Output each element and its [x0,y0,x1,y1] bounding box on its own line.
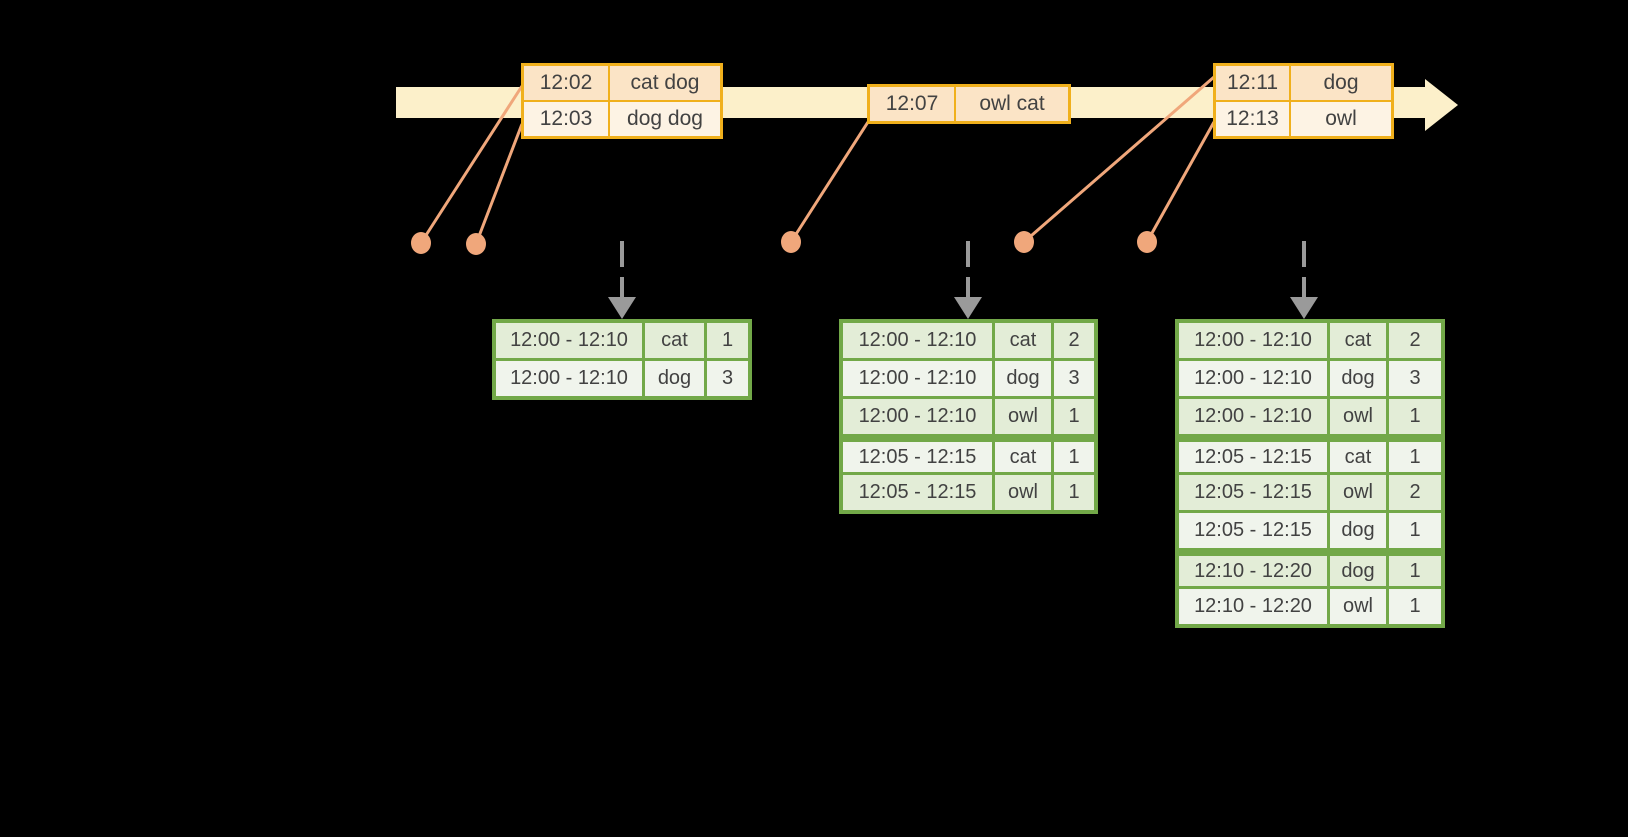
trigger-arrowhead-icon [608,297,636,319]
result-word-cell: cat [645,323,704,358]
result-word-cell: owl [995,399,1051,434]
result-word-cell: cat [995,323,1051,358]
event-words-cell: owl cat [956,87,1068,121]
table-row: 12:05 - 12:15 dog 1 [1179,513,1441,548]
result-count-cell: 3 [1054,361,1094,396]
table-row: 12:00 - 12:10 cat 1 [496,323,748,358]
result-count-cell: 2 [1054,323,1094,358]
table-row: 12:00 - 12:10 owl 1 [843,399,1094,434]
trigger-arrowhead-icon [1290,297,1318,319]
event-table-1202: 12:02 cat dog 12:03 dog dog [521,63,723,139]
table-row: 12:00 - 12:10 owl 1 [1179,399,1441,434]
result-window-cell: 12:00 - 12:10 [496,323,642,358]
event-dot [781,231,801,253]
result-count-cell: 1 [1389,589,1441,624]
result-word-cell: cat [1330,442,1386,472]
connector-line [1023,75,1215,244]
event-dot [1014,231,1034,253]
event-time-cell: 12:11 [1216,66,1289,100]
table-row: 12:05 - 12:15 owl 2 [1179,475,1441,510]
result-window-cell: 12:05 - 12:15 [843,442,992,472]
result-count-cell: 3 [707,361,748,396]
result-count-cell: 1 [1389,442,1441,472]
event-words-cell: dog [1291,66,1391,100]
connector-line [419,85,524,244]
result-word-cell: cat [1330,323,1386,358]
result-count-cell: 1 [707,323,748,358]
event-time-cell: 12:02 [524,66,608,100]
result-word-cell: owl [1330,589,1386,624]
result-window-cell: 12:10 - 12:20 [1179,556,1327,586]
event-time-cell: 12:13 [1216,102,1289,136]
result-word-cell: owl [1330,399,1386,434]
table-row: 12:00 - 12:10 dog 3 [496,361,748,396]
result-count-cell: 3 [1389,361,1441,396]
result-word-cell: owl [1330,475,1386,510]
table-row: 12:02 cat dog [524,66,720,100]
event-connector-lines [419,75,1216,245]
result-word-cell: dog [1330,556,1386,586]
result-window-cell: 12:05 - 12:15 [1179,475,1327,510]
event-time-cell: 12:03 [524,102,608,136]
result-count-cell: 1 [1389,513,1441,548]
table-row: 12:05 - 12:15 owl 1 [843,475,1094,510]
table-row: 12:00 - 12:10 dog 3 [843,361,1094,396]
result-window-cell: 12:05 - 12:15 [1179,442,1327,472]
result-window-cell: 12:05 - 12:15 [843,475,992,510]
event-words-cell: dog dog [610,102,720,136]
result-table-1: 12:00 - 12:10 cat 1 12:00 - 12:10 dog 3 [492,319,752,400]
result-word-cell: dog [645,361,704,396]
table-row: 12:11 dog [1216,66,1391,100]
result-window-cell: 12:10 - 12:20 [1179,589,1327,624]
table-row: 12:13 owl [1216,102,1391,136]
result-window-cell: 12:00 - 12:10 [496,361,642,396]
result-table-3: 12:00 - 12:10 cat 2 12:00 - 12:10 dog 3 … [1175,319,1445,628]
event-dot [411,232,431,254]
table-row: 12:03 dog dog [524,102,720,136]
trigger-arrowhead-icon [954,297,982,319]
table-row: 12:07 owl cat [870,87,1068,121]
result-window-cell: 12:00 - 12:10 [1179,361,1327,396]
event-dots [411,231,1157,255]
result-count-cell: 2 [1389,323,1441,358]
table-row: 12:00 - 12:10 cat 2 [1179,323,1441,358]
result-count-cell: 1 [1054,475,1094,510]
trigger-arrows [608,241,1318,319]
result-count-cell: 1 [1054,442,1094,472]
event-table-1211: 12:11 dog 12:13 owl [1213,63,1394,139]
table-row: 12:05 - 12:15 cat 1 [1179,442,1441,472]
event-dot [466,233,486,255]
result-window-cell: 12:00 - 12:10 [1179,399,1327,434]
table-row: 12:05 - 12:15 cat 1 [843,442,1094,472]
table-row: 12:00 - 12:10 dog 3 [1179,361,1441,396]
result-word-cell: dog [995,361,1051,396]
event-table-1207: 12:07 owl cat [867,84,1071,124]
table-row: 12:10 - 12:20 dog 1 [1179,556,1441,586]
result-count-cell: 1 [1389,399,1441,434]
event-words-cell: owl [1291,102,1391,136]
result-window-cell: 12:05 - 12:15 [1179,513,1327,548]
event-time-cell: 12:07 [870,87,954,121]
result-word-cell: cat [995,442,1051,472]
result-table-2: 12:00 - 12:10 cat 2 12:00 - 12:10 dog 3 … [839,319,1098,514]
connector-line [1145,121,1216,243]
result-count-cell: 2 [1389,475,1441,510]
event-words-cell: cat dog [610,66,720,100]
result-word-cell: dog [1330,361,1386,396]
event-dot [1137,231,1157,253]
table-row: 12:00 - 12:10 cat 2 [843,323,1094,358]
result-count-cell: 1 [1389,556,1441,586]
result-word-cell: dog [1330,513,1386,548]
result-count-cell: 1 [1054,399,1094,434]
connector-line [474,123,524,245]
result-window-cell: 12:00 - 12:10 [843,323,992,358]
timeline-arrowhead-icon [1425,79,1458,131]
table-row: 12:10 - 12:20 owl 1 [1179,589,1441,624]
connector-line [789,121,870,243]
result-word-cell: owl [995,475,1051,510]
result-window-cell: 12:00 - 12:10 [1179,323,1327,358]
result-window-cell: 12:00 - 12:10 [843,361,992,396]
result-window-cell: 12:00 - 12:10 [843,399,992,434]
